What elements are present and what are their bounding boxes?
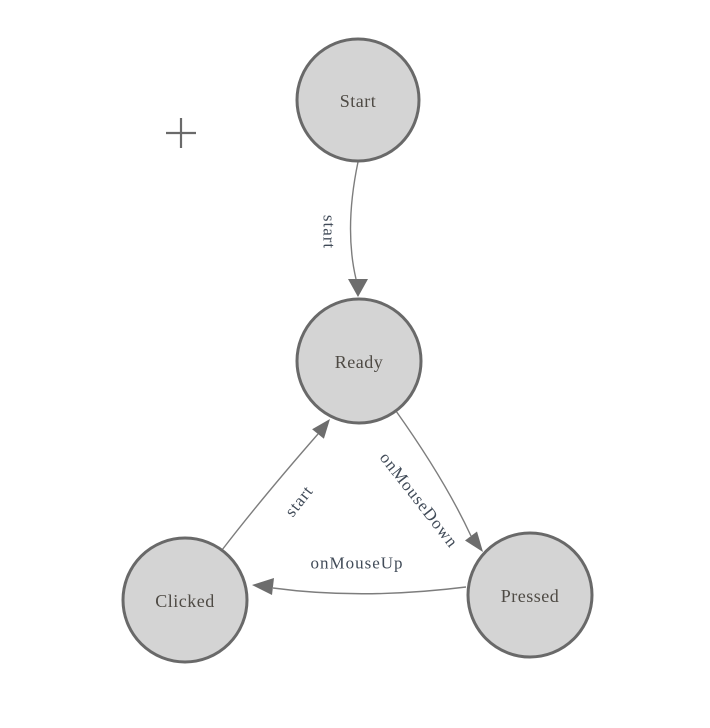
arrowhead-icon: [348, 279, 368, 297]
arrowhead-icon: [312, 419, 330, 439]
node-clicked[interactable]: Clicked: [121, 536, 249, 664]
node-clicked-label: Clicked: [155, 591, 215, 611]
node-pressed-circle[interactable]: [466, 531, 594, 659]
edge-pressed-to-clicked-path[interactable]: [272, 586, 467, 595]
edge-start-to-ready[interactable]: start: [320, 161, 369, 297]
node-ready-circle[interactable]: [295, 297, 423, 425]
node-ready-label: Ready: [335, 352, 383, 372]
node-start-label: Start: [340, 91, 377, 111]
arrowhead-icon: [252, 578, 274, 595]
node-pressed-label: Pressed: [501, 586, 560, 606]
edge-start-to-ready-path[interactable]: [349, 161, 359, 280]
edge-ready-to-pressed-path[interactable]: [395, 410, 472, 537]
node-start[interactable]: Start: [295, 37, 421, 163]
crosshair-cursor-icon: [166, 118, 196, 148]
node-clicked-circle[interactable]: [121, 536, 249, 664]
node-pressed[interactable]: Pressed: [466, 531, 594, 659]
edge-label-start-to-ready: start: [320, 215, 339, 249]
arrowhead-icon: [465, 531, 483, 552]
node-start-circle[interactable]: [295, 37, 421, 163]
edge-clicked-to-ready-path[interactable]: [221, 433, 319, 551]
node-ready[interactable]: Ready: [295, 297, 423, 425]
edge-pressed-to-clicked[interactable]: onMouseUp: [252, 554, 467, 596]
edge-label-pressed-to-clicked: onMouseUp: [310, 554, 403, 573]
